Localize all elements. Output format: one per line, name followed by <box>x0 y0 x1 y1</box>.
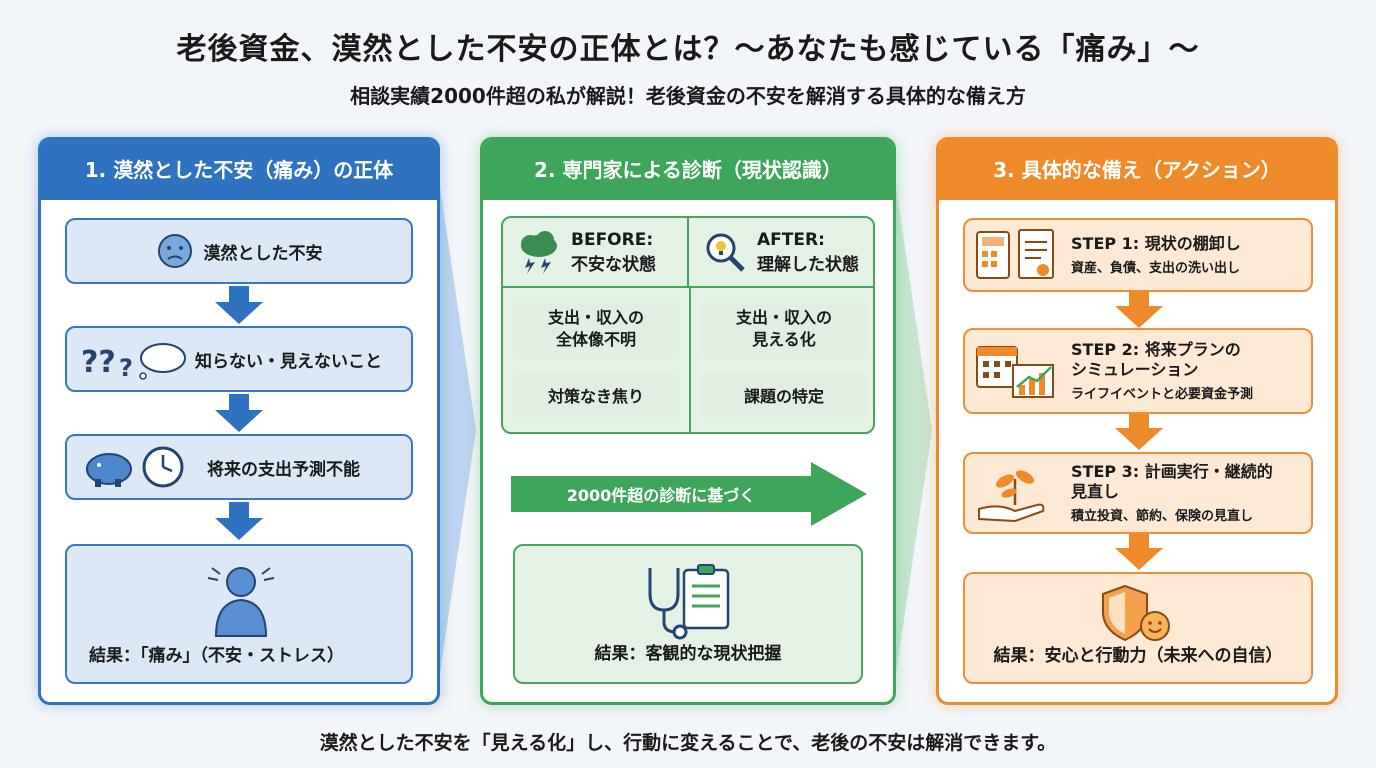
piggy-bank-clock-icon <box>86 446 184 488</box>
shield-smile-icon <box>1102 584 1170 642</box>
magnifier-lightbulb-icon <box>706 233 745 272</box>
connector-arrow-1 <box>436 160 476 700</box>
diagnosis-result-label: 結果：客観的な現状把握 <box>594 644 782 664</box>
down-arrow-icon <box>215 394 263 432</box>
panel-anxiety-heading: 1. 漠然とした不安（痛み）の正体 <box>41 140 437 200</box>
svg-text:?: ? <box>119 354 133 382</box>
panel-diagnosis-heading: 2. 専門家による診断（現状認識） <box>483 140 893 200</box>
step-1-desc: 資産、負債、支出の洗い出し <box>1071 261 1241 276</box>
sprout-hand-icon <box>978 470 1045 523</box>
storm-cloud-icon <box>521 231 557 274</box>
step-3-title: STEP 3: 計画実行・継続的 見直し <box>1071 462 1273 501</box>
down-arrow-icon <box>1115 292 1163 328</box>
after-state: 理解した状態 <box>757 254 859 275</box>
after-header: AFTER: 理解した状態 <box>689 218 875 288</box>
before-after-table: BEFORE: 不安な状態 AFTER: 理解した状態 支出・収入の 全体像不明… <box>501 216 875 434</box>
stethoscope-clipboard-icon <box>648 564 730 640</box>
action-result-box: 結果：安心と行動力（未来への自信） <box>963 572 1313 684</box>
worried-face-icon <box>157 234 192 268</box>
action-result-label: 結果：安心と行動力（未来への自信） <box>993 646 1283 666</box>
page-subtitle: 相談実績2000件超の私が解説！老後資金の不安を解消する具体的な備え方 <box>350 84 1026 108</box>
down-arrow-icon <box>1115 414 1163 450</box>
panel-action-heading: 3. 具体的な備え（アクション） <box>939 140 1335 200</box>
down-arrow-icon <box>1115 534 1163 570</box>
step-2-box: STEP 2: 将来プランの シミュレーション ライフイベントと必要資金予測 <box>963 328 1313 414</box>
down-arrow-icon <box>215 286 263 324</box>
panel-action: 3. 具体的な備え（アクション） STEP 1: 現状の棚卸し 資産、負債、支出… <box>936 137 1338 705</box>
question-bubble-icon: ?? ? <box>81 343 186 382</box>
after-item: 課題の特定 <box>701 372 867 422</box>
svg-text:??: ?? <box>81 345 116 380</box>
before-item: 対策なき焦り <box>513 372 679 422</box>
stressed-person-icon <box>207 567 275 637</box>
unpredictable-item: 将来の支出予測不能 <box>65 434 413 500</box>
after-label: AFTER: <box>757 229 825 250</box>
step-1-box: STEP 1: 現状の棚卸し 資産、負債、支出の洗い出し <box>963 218 1313 292</box>
page-title: 老後資金、漠然とした不安の正体とは？〜あなたも感じている「痛み」〜 <box>176 32 1200 67</box>
diagnosis-result-box: 結果：客観的な現状把握 <box>513 544 863 684</box>
before-label: BEFORE: <box>571 229 654 250</box>
unpredictable-item-label: 将来の支出予測不能 <box>207 459 360 480</box>
calculator-document-icon <box>976 229 1054 279</box>
calendar-chart-icon <box>976 346 1054 398</box>
step-3-desc: 積立投資、節約、保険の見直し <box>1071 509 1254 524</box>
panel-anxiety: 1. 漠然とした不安（痛み）の正体 漠然とした不安 ?? ? 知らない・見えない… <box>38 137 440 705</box>
pain-result-box: 結果：「痛み」（不安・ストレス） <box>65 544 413 684</box>
diagnosis-arrow-label: 2000件超の診断に基づく <box>566 486 756 505</box>
step-3-box: STEP 3: 計画実行・継続的 見直し 積立投資、節約、保険の見直し <box>963 452 1313 534</box>
step-2-desc: ライフイベントと必要資金予測 <box>1071 387 1254 402</box>
pain-result-label: 結果：「痛み」（不安・ストレス） <box>89 646 344 666</box>
unknown-item-label: 知らない・見えないこと <box>195 351 382 372</box>
before-state: 不安な状態 <box>571 254 656 275</box>
before-header: BEFORE: 不安な状態 <box>503 218 689 288</box>
down-arrow-icon <box>215 502 263 540</box>
after-item: 支出・収入の 見える化 <box>701 298 867 360</box>
anxiety-item: 漠然とした不安 <box>65 218 413 284</box>
step-1-title: STEP 1: 現状の棚卸し <box>1071 234 1241 253</box>
step-2-title: STEP 2: 将来プランの シミュレーション <box>1071 340 1241 379</box>
before-item: 支出・収入の 全体像不明 <box>513 298 679 360</box>
diagnosis-arrow: 2000件超の診断に基づく <box>511 462 871 526</box>
connector-arrow-2 <box>892 160 932 700</box>
footer-message: 漠然とした不安を「見える化」し、行動に変えることで、老後の不安は解消できます。 <box>319 732 1057 754</box>
panel-diagnosis: 2. 専門家による診断（現状認識） BEFORE: 不安な状態 AFTE <box>480 137 896 705</box>
anxiety-item-label: 漠然とした不安 <box>203 243 323 264</box>
unknown-item: ?? ? 知らない・見えないこと <box>65 326 413 392</box>
